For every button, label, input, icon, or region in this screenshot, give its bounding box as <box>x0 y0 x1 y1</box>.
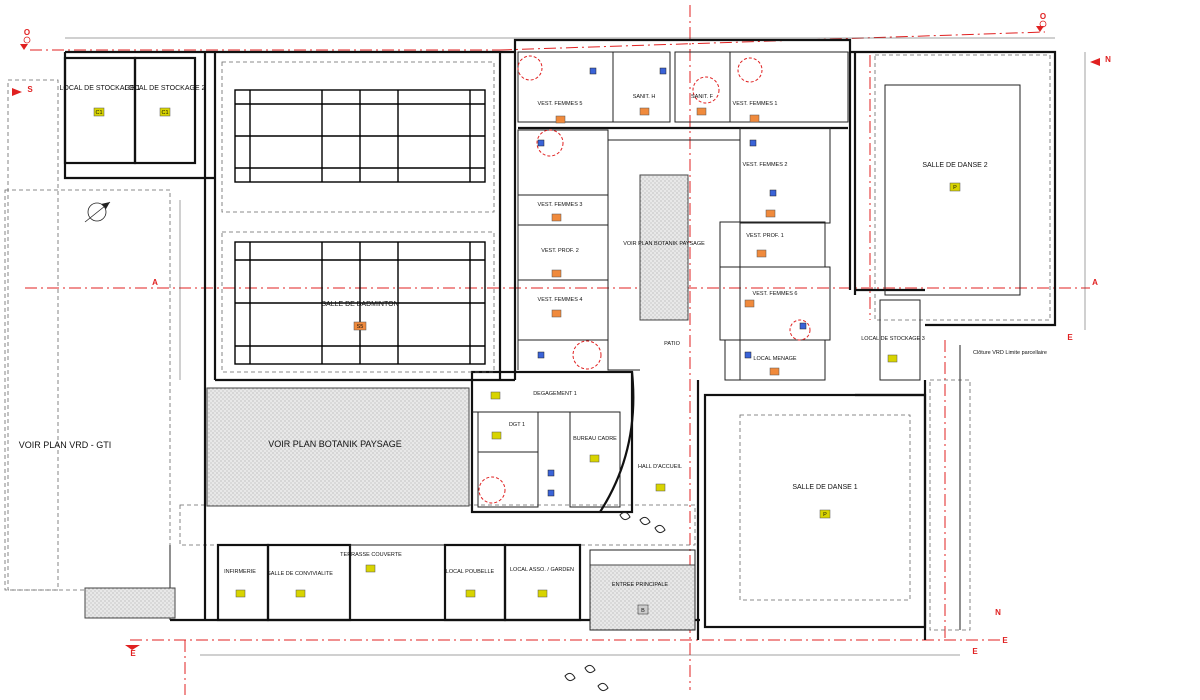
label-storage2: LOCAL DE STOCKAGE 2 <box>125 85 206 92</box>
label-dgt: DGT 1 <box>509 422 525 428</box>
label-vest-femmes4: VEST. FEMMES 4 <box>538 297 583 303</box>
axis-label-n2: N <box>995 608 1001 617</box>
svg-text:P: P <box>953 185 957 191</box>
label-bureau: BUREAU CADRE <box>573 436 617 442</box>
label-hall: HALL D'ACCUEIL <box>638 464 682 470</box>
svg-text:C1: C1 <box>95 110 102 116</box>
landscape-strip <box>84 587 176 619</box>
axis-label-e2: E <box>130 649 136 658</box>
fixture-markers <box>537 67 807 497</box>
label-vest-prof2: VEST. PROF. 2 <box>541 248 579 254</box>
axis-label-e1: E <box>1067 333 1073 342</box>
site-boundaries <box>4 54 1051 591</box>
entry-marker: B <box>641 608 645 614</box>
label-botanik-patio: VOIR PLAN BOTANIK PAYSAGE <box>623 241 705 247</box>
axis-label-s1: S <box>27 85 33 94</box>
label-vest-femmes2: VEST. FEMMES 2 <box>743 162 788 168</box>
label-terrasse: TERRASSE COUVERTE <box>340 552 402 558</box>
label-menage: LOCAL MENAGE <box>753 356 797 362</box>
label-stockage3: LOCAL DE STOCKAGE 3 <box>861 336 925 342</box>
building-walls <box>63 38 1057 640</box>
label-danse1: SALLE DE DANSE 1 <box>792 484 857 491</box>
label-storage1: LOCAL DE STOCKAGE 1 <box>60 85 141 92</box>
label-danse2: SALLE DE DANSE 2 <box>922 162 987 169</box>
label-garden: LOCAL ASSO. / GARDEN <box>510 567 574 573</box>
vrd-limit-note: Clôture VRD Limite parcellaire <box>973 350 1047 356</box>
landscape-zone <box>206 387 470 507</box>
axis-marker-top-left: O <box>23 28 31 44</box>
axis-label-e4: E <box>1002 636 1008 645</box>
danse2-floor <box>884 84 1021 296</box>
label-poubelle: LOCAL POUBELLE <box>446 569 495 575</box>
label-patio: PATIO <box>664 341 680 347</box>
label-badminton: SALLE DE BADMINTON <box>321 301 398 308</box>
label-vest-femmes3: VEST. FEMMES 3 <box>538 202 583 208</box>
svg-text:P: P <box>823 512 827 518</box>
svg-text:C1: C1 <box>161 110 168 116</box>
room-labels: LOCAL DE STOCKAGE 1 C1 LOCAL DE STOCKAGE… <box>19 85 1047 615</box>
label-vrd: VOIR PLAN VRD - GTI <box>19 440 112 450</box>
axis-grid <box>25 5 1090 695</box>
label-vest-prof1: VEST. PROF. 1 <box>746 233 784 239</box>
accessibility-circles <box>478 55 811 504</box>
svg-text:S5: S5 <box>357 324 364 330</box>
label-vest-femmes5: VEST. FEMMES 5 <box>538 101 583 107</box>
north-arrow-icon <box>84 201 111 223</box>
label-sanit-h: SANIT. H <box>633 94 656 100</box>
label-entree: ENTREE PRINCIPALE <box>612 582 668 588</box>
axis-label-e3: E <box>972 647 978 656</box>
tree-icons <box>564 511 666 692</box>
svg-text:O: O <box>24 28 30 37</box>
badminton-courts <box>221 61 495 373</box>
dimension-lines <box>65 37 1086 656</box>
label-vest-femmes1: VEST. FEMMES 1 <box>733 101 778 107</box>
axis-markers: O O S N A A E E S N E E <box>12 12 1111 658</box>
svg-text:O: O <box>1040 12 1046 21</box>
label-convivialite: SALLE DE CONVIVIALITE <box>267 571 333 577</box>
axis-label-a1: A <box>152 278 158 287</box>
axis-marker-top-right: O <box>1039 12 1047 28</box>
axis-label-n1: N <box>1105 55 1111 64</box>
label-sanit-f: SANIT. F <box>691 94 714 100</box>
label-vest-femmes6: VEST. FEMMES 6 <box>753 291 798 297</box>
label-degagement: DEGAGEMENT 1 <box>533 391 577 397</box>
axis-label-a2: A <box>1092 278 1098 287</box>
label-botanik: VOIR PLAN BOTANIK PAYSAGE <box>268 439 402 449</box>
label-infirmerie: INFIRMERIE <box>224 569 256 575</box>
